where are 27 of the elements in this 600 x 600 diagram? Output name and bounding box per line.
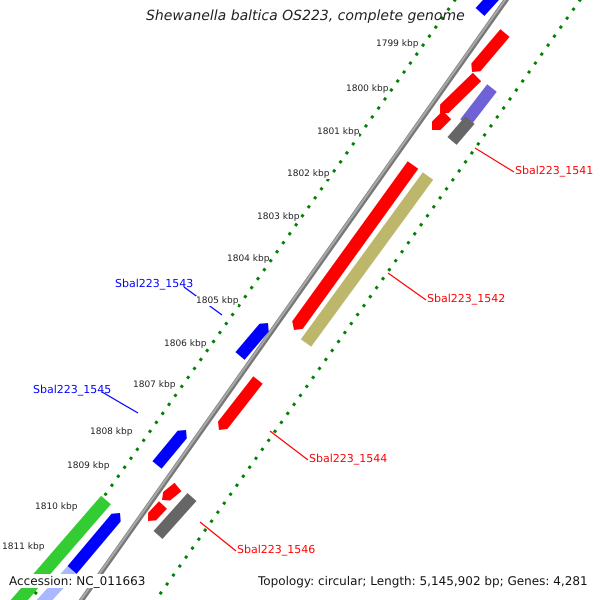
leader-line (200, 522, 236, 552)
leader-line (102, 391, 138, 414)
gene-label: Sbal223_1546 (237, 543, 316, 556)
gene-label: Sbal223_1544 (309, 452, 388, 465)
tick-label: 1810 kbp (35, 502, 78, 512)
title: Shewanella baltica OS223, complete genome (146, 8, 465, 24)
tick-label: 1805 kbp (196, 296, 238, 306)
leader-line (474, 147, 514, 173)
gene-label: Sbal223_1545 (33, 383, 112, 396)
tick-label: 1804 kbp (227, 254, 270, 264)
tick-label: 1811 kbp (2, 542, 44, 552)
tick-label: 1806 kbp (164, 339, 206, 349)
tick-label: 1808 kbp (90, 427, 132, 437)
tick-label: 1807 kbp (133, 380, 176, 390)
tick-label: 1799 kbp (376, 39, 418, 49)
gene-label: Sbal223_1541 (515, 164, 594, 177)
footer-text: Topology: circular; Length: 5,145,902 bp; Genes: 4,281 (258, 574, 588, 588)
leader-line (388, 272, 426, 300)
tick-label: 1800 kbp (346, 84, 388, 94)
tick-label: 1809 kbp (67, 461, 110, 471)
tick-label: 1803 kbp (257, 212, 300, 222)
gene-label: Sbal223_1542 (427, 292, 506, 305)
tick-label: 1802 kbp (287, 169, 330, 179)
tick-label: 1801 kbp (317, 127, 360, 137)
leader-line (270, 430, 308, 460)
footer-text: Accession: NC_011663 (9, 574, 146, 588)
gene-label: Sbal223_1543 (115, 277, 194, 290)
